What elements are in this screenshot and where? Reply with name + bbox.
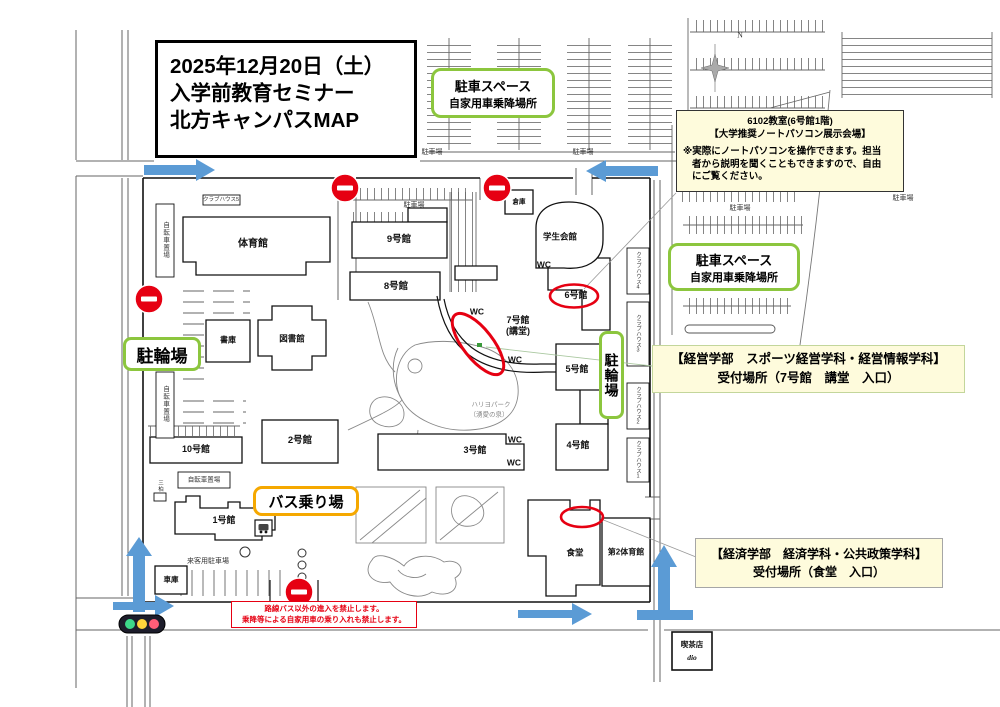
streets — [75, 30, 1000, 707]
bicycle-parking-label-box: 自転車置場 — [187, 476, 221, 484]
hariyo-park-label: ハリヨパーク — [471, 401, 511, 409]
keizai-reception-callout: 【経済学部 経済学科・公共政策学科】 受付場所（食堂 入口） — [695, 538, 943, 588]
parking-label-inner: 駐車場 — [403, 202, 425, 210]
no-entry-signs — [134, 173, 512, 607]
visitor-parking-label: 来客用駐車場 — [187, 558, 229, 566]
traffic-light-icon — [118, 614, 166, 634]
parking-space-right-line-2: 自家用車乗降場所 — [690, 271, 778, 284]
route-arrows — [113, 159, 693, 625]
bicycle-area-callout-left: 駐輪場 — [123, 337, 201, 371]
bicycle-mid-text: 駐輪場 — [603, 352, 620, 398]
wc-label-2: WC — [469, 306, 485, 317]
parking-areas — [148, 18, 993, 596]
parking-label-top-right: 駐車場 — [572, 149, 594, 157]
clubhouse1-label: クラブハウス1 — [635, 440, 642, 480]
wc-label-5: WC — [506, 457, 522, 468]
notebook-line-1: 6102教室(6号館1階) — [747, 116, 833, 127]
keiei-line-2: 受付場所（7号館 講堂 入口） — [717, 371, 900, 385]
warning-line-2: 乗降等による自家用車の乗り入れも禁止します。 — [241, 614, 407, 624]
building-label-cafeteria: 食堂 — [566, 547, 584, 558]
building-label-3: 3号館 — [463, 445, 487, 456]
building-label-soko: 倉庫 — [512, 198, 526, 206]
bus-only-warning: 路線バス以外の進入を禁止します。 乗降等による自家用車の乗り入れも禁止します。 — [231, 601, 417, 628]
parking-space-top-line-2: 自家用車乗降場所 — [449, 97, 537, 110]
parking-label-top-left: 駐車場 — [421, 149, 443, 157]
wc-label-4: WC — [507, 434, 523, 445]
building-label-6: 6号館 — [564, 290, 588, 301]
clubhouse2-label: クラブハウス2 — [635, 386, 642, 426]
keiei-reception-callout: 【経営学部 スポーツ経営学科・経営情報学科】 受付場所（7号館 講堂 入口） — [652, 345, 965, 393]
bus-stop-icon — [254, 519, 273, 537]
keizai-line-1: 【経済学部 経済学科・公共政策学科】 — [710, 547, 927, 561]
highlight-ellipses — [450, 283, 605, 529]
bicycle-parking-label-lower: 自転車置場 — [161, 385, 169, 423]
clubhouse5-label: クラブハウス5 — [202, 196, 240, 203]
parking-space-callout-right: 駐車スペース 自家用車乗降場所 — [668, 243, 800, 291]
parking-space-callout-top: 駐車スペース 自家用車乗降場所 — [431, 68, 555, 118]
bus-stop-callout: バス乗り場 — [253, 486, 359, 516]
north-label: N — [737, 30, 743, 40]
parking-label-far-east: 駐車場 — [892, 195, 914, 203]
parking-space-top-line-1: 駐車スペース — [454, 78, 532, 94]
building-label-4: 4号館 — [566, 440, 590, 451]
notebook-pc-callout: 6102教室(6号館1階) 【大学推奨ノートパソコン展示会場】 ※実際にノートパ… — [676, 110, 904, 192]
title-line-1: 2025年12月20日（土） — [170, 55, 385, 78]
building-label-gym2: 第2体育館 — [607, 547, 645, 557]
mikashiwa-label: 三柏 — [157, 479, 164, 493]
bicycle-left-text: 駐輪場 — [136, 346, 188, 366]
keizai-line-2: 受付場所（食堂 入口） — [752, 565, 885, 579]
building-label-7: 7号館 — [506, 315, 530, 326]
building-label-kissaten: 喫茶店 — [680, 639, 704, 649]
building-label-7-sub: (講堂) — [506, 326, 530, 337]
warning-line-1: 路線バス以外の進入を禁止します。 — [264, 604, 384, 613]
building-label-student-hall: 学生会館 — [542, 231, 578, 242]
compass-north-icon — [700, 44, 730, 92]
notebook-line-2: 【大学推奨ノートパソコン展示会場】 — [709, 128, 871, 140]
building-label-10: 10号館 — [181, 444, 211, 455]
building-label-shoko: 書庫 — [220, 335, 236, 345]
campus-boundary — [142, 177, 651, 603]
highlight-hall7-entrance — [450, 311, 506, 377]
building-label-gym: 体育館 — [238, 238, 268, 250]
building-label-5: 5号館 — [565, 364, 589, 375]
notebook-line-5: にご覧ください。 — [692, 171, 768, 183]
building-label-2: 2号館 — [287, 434, 313, 446]
parking-space-right-line-1: 駐車スペース — [695, 252, 773, 268]
building-label-8: 8号館 — [383, 280, 409, 292]
highlight-bldg6 — [548, 283, 600, 309]
title-box: 2025年12月20日（土） 入学前教育セミナー 北方キャンパスMAP — [155, 40, 417, 158]
keiei-line-1: 【経営学部 スポーツ経営学科・経営情報学科】 — [671, 352, 946, 367]
callout-lines — [485, 192, 697, 558]
highlight-cafeteria-entrance — [559, 505, 605, 529]
bicycle-area-callout-mid: 駐輪場 — [599, 331, 624, 419]
parking-label-east: 駐車場 — [729, 205, 751, 213]
clubhouse4-label: クラブハウス4 — [635, 251, 642, 291]
title-line-3: 北方キャンパスMAP — [170, 109, 360, 133]
bus-stop-text: バス乗り場 — [268, 493, 344, 511]
wc-label-3: WC — [507, 354, 523, 365]
wc-label-1: WC — [536, 259, 552, 270]
building-label-1: 1号館 — [212, 515, 236, 526]
bicycle-parking-label-upper: 自転車置場 — [161, 221, 169, 259]
notebook-line-3: ※実際にノートパソコンを操作できます。担当 — [683, 146, 882, 158]
notebook-line-4: 者から説明を聞くこともできますので、自由 — [692, 158, 882, 170]
hariyo-park-sublabel: （湧愛の泉） — [469, 411, 509, 419]
clubhouse3-label: クラブハウス3 — [635, 314, 642, 354]
building-label-9: 9号館 — [386, 233, 412, 245]
building-label-library: 図書館 — [279, 333, 305, 344]
buildings — [149, 189, 713, 671]
building-label-garage: 車庫 — [163, 574, 179, 584]
title-line-2: 入学前教育セミナー — [170, 82, 355, 106]
building-label-kissaten-sub: dio — [687, 652, 697, 662]
